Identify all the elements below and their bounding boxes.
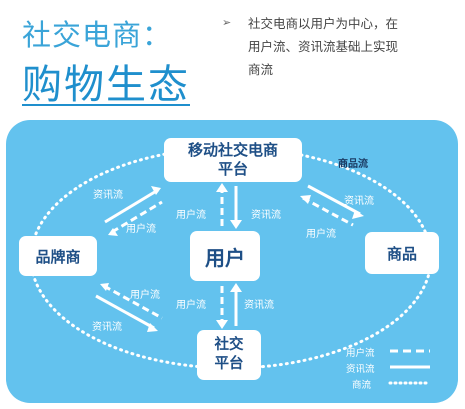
arrowhead: [108, 228, 118, 236]
description-line-3: 商流: [248, 62, 274, 77]
user-flow-label-goods: 用户流: [306, 229, 336, 240]
user-flow-label-brand: 用户流: [126, 224, 156, 235]
bullet-arrow-icon: ➢: [222, 16, 232, 29]
platform-label-line-2: 平台: [217, 160, 248, 178]
arrowhead: [100, 283, 109, 291]
legend-commerce-flow-label: 商流: [352, 380, 372, 391]
social-label-line-2: 平台: [214, 356, 244, 372]
arrowhead: [216, 183, 228, 192]
info-flow-arrow-brand-social: [95, 294, 155, 330]
user-flow-arrow-goods-platform: [302, 196, 354, 227]
arrowhead: [230, 220, 242, 229]
arrowhead: [147, 323, 158, 332]
info-flow-label-brand-bottom: 资讯流: [92, 322, 122, 333]
arrowhead: [300, 195, 311, 204]
legend-user-flow-label: 用户流: [346, 348, 375, 359]
arrowhead: [230, 283, 242, 292]
mobile-social-commerce-platform-node: 移动社交电商 平台: [164, 138, 302, 182]
commerce-flow-label: 商品流: [338, 159, 368, 170]
description: 社交电商以用户为中心，在 用户流、资讯流基础上实现 商流: [248, 12, 453, 81]
info-flow-label-brand: 资讯流: [93, 190, 123, 201]
user-flow-label-brand-bottom: 用户流: [130, 290, 160, 301]
description-line-2: 用户流、资讯流基础上实现: [248, 39, 399, 54]
platform-label-line-1: 移动社交电商: [187, 141, 278, 159]
description-line-1: 社交电商以用户为中心，在: [248, 16, 399, 31]
title-line-1: 社交电商：: [22, 18, 173, 52]
brand-node: 品牌商: [19, 236, 97, 276]
user-flow-arrow-brand-social: [103, 284, 163, 320]
legend-info-flow-label: 资讯流: [346, 364, 375, 375]
arrowhead: [352, 210, 364, 219]
info-flow-label-platform: 资讯流: [251, 210, 281, 221]
info-flow-label-goods: 资讯流: [344, 196, 374, 207]
arrowhead: [216, 320, 228, 329]
social-platform-node: 社交 平台: [197, 330, 261, 380]
user-flow-arrow-platform-brand: [111, 200, 163, 234]
goods-node: 商品: [365, 232, 439, 274]
info-flow-arrow-brand-platform: [104, 188, 159, 224]
arrowhead: [151, 186, 161, 195]
title-line-2: 购物生态: [22, 62, 190, 108]
info-flow-label-social: 资讯流: [244, 300, 274, 311]
user-flow-label-social: 用户流: [176, 300, 206, 311]
info-flow-arrow-platform-goods: [307, 184, 361, 216]
social-label-line-1: 社交: [214, 337, 244, 353]
user-flow-label-platform: 用户流: [176, 210, 206, 221]
user-node: 用户: [190, 231, 260, 281]
